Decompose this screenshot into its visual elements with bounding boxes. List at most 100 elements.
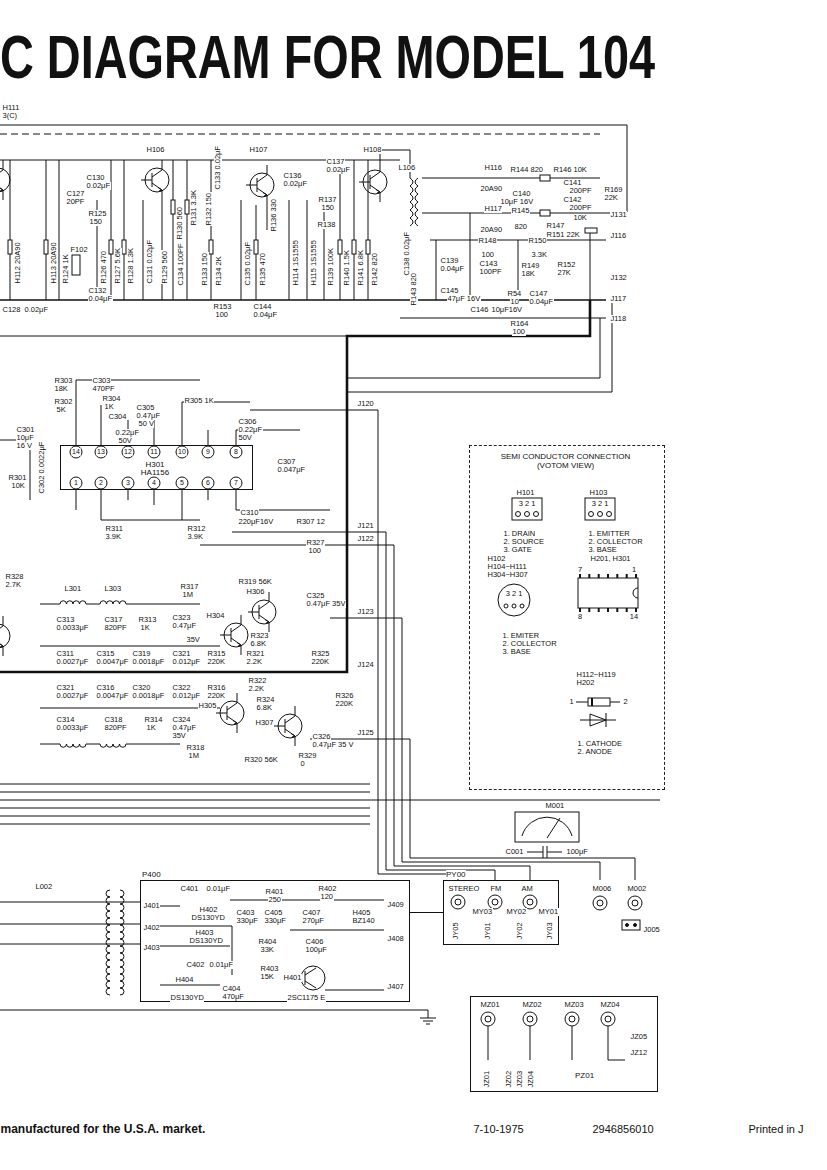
component-label: H117 (484, 205, 502, 213)
component-label: JZ03 (516, 1070, 524, 1088)
component-label: 1. DRAIN (503, 530, 536, 538)
component-label: C136 (283, 172, 302, 180)
component-label: 220μF16V (238, 518, 274, 526)
component-label: J116 (610, 232, 627, 240)
component-label: R132 150 (205, 192, 213, 226)
wire (0, 300, 590, 672)
component-label: 1 (569, 698, 574, 706)
component-label: 16 V (16, 442, 32, 450)
component-label: J125 (357, 729, 374, 737)
component-label: R124 1K (62, 254, 70, 284)
component-label: 50V (118, 437, 132, 445)
component-label: R317 (180, 583, 199, 591)
component-symbol (254, 240, 258, 254)
component-label: 100μF (566, 848, 588, 856)
node-label: PZ01 (575, 1071, 594, 1080)
component-label: 220K (311, 658, 330, 666)
component-label: R151 22K (546, 231, 580, 239)
component-label: R302 (54, 398, 73, 406)
component-label: 3 2 1 (518, 500, 536, 508)
wire (347, 297, 612, 392)
component-label: 250 (268, 896, 282, 904)
component-label: 20PF (66, 198, 85, 206)
control-knob (451, 895, 642, 1026)
coil-symbol (60, 178, 418, 995)
component-label: R304 (102, 395, 121, 403)
component-label: C142 (563, 196, 582, 204)
component-label: C306 (238, 418, 257, 426)
component-label: J005 (643, 926, 660, 934)
component-label: JY01 (484, 922, 492, 940)
component-label: R54 (507, 290, 522, 298)
component-label: C128 (2, 306, 21, 314)
component-label: H104~H111 (487, 563, 527, 571)
component-label: 11 (150, 448, 158, 456)
component-symbol (122, 240, 126, 254)
component-label: 0.012μF (172, 658, 201, 666)
component-label: 1K (146, 724, 156, 732)
package-outline (588, 698, 610, 706)
component-label: 10K (11, 482, 25, 490)
component-label: 14 (72, 448, 81, 456)
component-label: R139 100K (327, 247, 335, 286)
coil-symbol (410, 178, 418, 226)
component-label: 0.02μF (283, 180, 308, 188)
ic-pin (122, 446, 134, 458)
ic-pin (148, 446, 160, 458)
switch-board: PZ01 (470, 996, 658, 1092)
component-label: J117 (610, 295, 627, 303)
component-label: R319 56K (238, 578, 272, 586)
component-label: C315 (96, 650, 115, 658)
component-label: 1K (104, 403, 114, 411)
component-label: 3.3K (531, 251, 547, 259)
component-label: 14 (629, 613, 638, 621)
component-label: 3 (126, 479, 131, 487)
component-label: C401 (180, 885, 199, 893)
component-label: C402 (186, 961, 205, 969)
component-label: H401 (283, 974, 302, 982)
component-label: 3(C) (2, 112, 18, 120)
coil-symbol (120, 890, 124, 995)
ic-pin (176, 446, 188, 458)
component-label: 1. EMITER (502, 632, 540, 640)
component-label: 0.012μF (172, 692, 201, 700)
component-label: 3.9K (105, 533, 121, 541)
component-label: C139 (440, 257, 459, 265)
component-label: 8 (234, 448, 239, 456)
component-label: R125 (88, 210, 107, 218)
component-label: F102 (70, 246, 88, 254)
component-symbol (171, 200, 175, 214)
control-knob (601, 1012, 615, 1026)
component-symbol (72, 255, 80, 275)
component-label: L303 (104, 585, 122, 593)
component-label: C317 (104, 616, 123, 624)
component-label: R128 1.3K (127, 248, 135, 284)
component-label: 10 (178, 448, 187, 456)
coil-symbol (60, 601, 126, 604)
wire-connector (410, 912, 443, 913)
component-label: 1 (74, 479, 79, 487)
component-label: 33K (260, 946, 274, 954)
component-label: R126 470 (100, 250, 108, 284)
component-label: R307 12 (296, 518, 325, 526)
ic-pin (202, 446, 214, 458)
component-label: J408 (387, 935, 404, 943)
component-label: R318 (186, 744, 205, 752)
package-outline (534, 512, 539, 517)
control-knob (628, 896, 642, 910)
coil-symbol (60, 744, 126, 747)
component-label: R403 (260, 965, 279, 973)
component-label: H101 (516, 489, 535, 497)
component-label: R140 1.5K (343, 250, 351, 286)
component-label: R147 (546, 222, 565, 230)
component-label: J401 (143, 902, 160, 910)
component-label: R324 (256, 696, 275, 704)
package-outline (633, 588, 638, 598)
component-label: H405 (352, 909, 371, 917)
component-label: C133 0.02μF (214, 145, 222, 190)
component-label: J118 (610, 315, 627, 323)
meter-symbol (522, 817, 572, 838)
component-label: MZ03 (564, 1001, 584, 1009)
